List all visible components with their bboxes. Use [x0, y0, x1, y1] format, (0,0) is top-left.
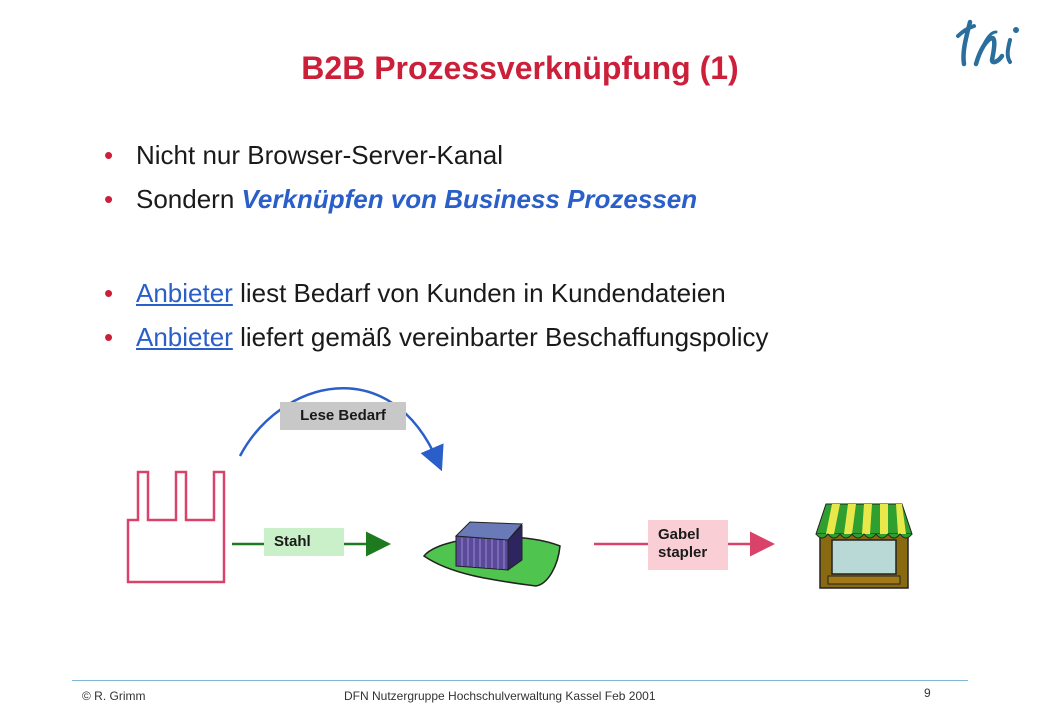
bullet-dot: • [104, 322, 114, 352]
bullet-item-4: • Anbieter liefert gemäß vereinbarter Be… [104, 322, 924, 354]
shop-icon [815, 503, 913, 589]
anbieter-link[interactable]: Anbieter [136, 322, 233, 352]
gabelstapler-label-line2: stapler [658, 544, 708, 561]
factory-icon [126, 470, 226, 584]
building-icon [422, 521, 561, 587]
bullet-item-1: • Nicht nur Browser-Server-Kanal [104, 140, 904, 172]
lese-bedarf-arc-arrow [238, 387, 444, 472]
bullet-text: liest Bedarf von Kunden in Kundendateien [232, 278, 726, 308]
footer-divider [72, 680, 968, 681]
bullet-dot: • [104, 184, 114, 214]
bullet-dot: • [104, 278, 114, 308]
slide-title: B2B Prozessverknüpfung (1) [301, 50, 739, 86]
footer-author: © R. Grimm [82, 689, 146, 703]
gabelstapler-label-line1: Gabel [658, 526, 700, 543]
bullet-text: Nicht nur Browser-Server-Kanal [136, 140, 504, 170]
lese-bedarf-label: Lese Bedarf [280, 402, 406, 430]
bullet-item-3: • Anbieter liest Bedarf von Kunden in Ku… [104, 278, 904, 310]
page-number: 9 [924, 686, 931, 700]
university-logo-icon [956, 19, 1019, 67]
footer-event: DFN Nutzergruppe Hochschulverwaltung Kas… [344, 689, 656, 703]
bullet-item-2: • Sondern Verknüpfen von Business Prozes… [104, 184, 904, 216]
bullet-text: Sondern [136, 184, 242, 214]
bullet-text: liefert gemäß vereinbarter Beschaffungsp… [232, 322, 769, 352]
anbieter-link[interactable]: Anbieter [136, 278, 233, 308]
stahl-label: Stahl [264, 528, 344, 556]
bullet-emphasis: Verknüpfen von Business Prozessen [241, 184, 698, 214]
gabelstapler-label: Gabel stapler [648, 520, 728, 570]
bullet-dot: • [104, 140, 114, 170]
